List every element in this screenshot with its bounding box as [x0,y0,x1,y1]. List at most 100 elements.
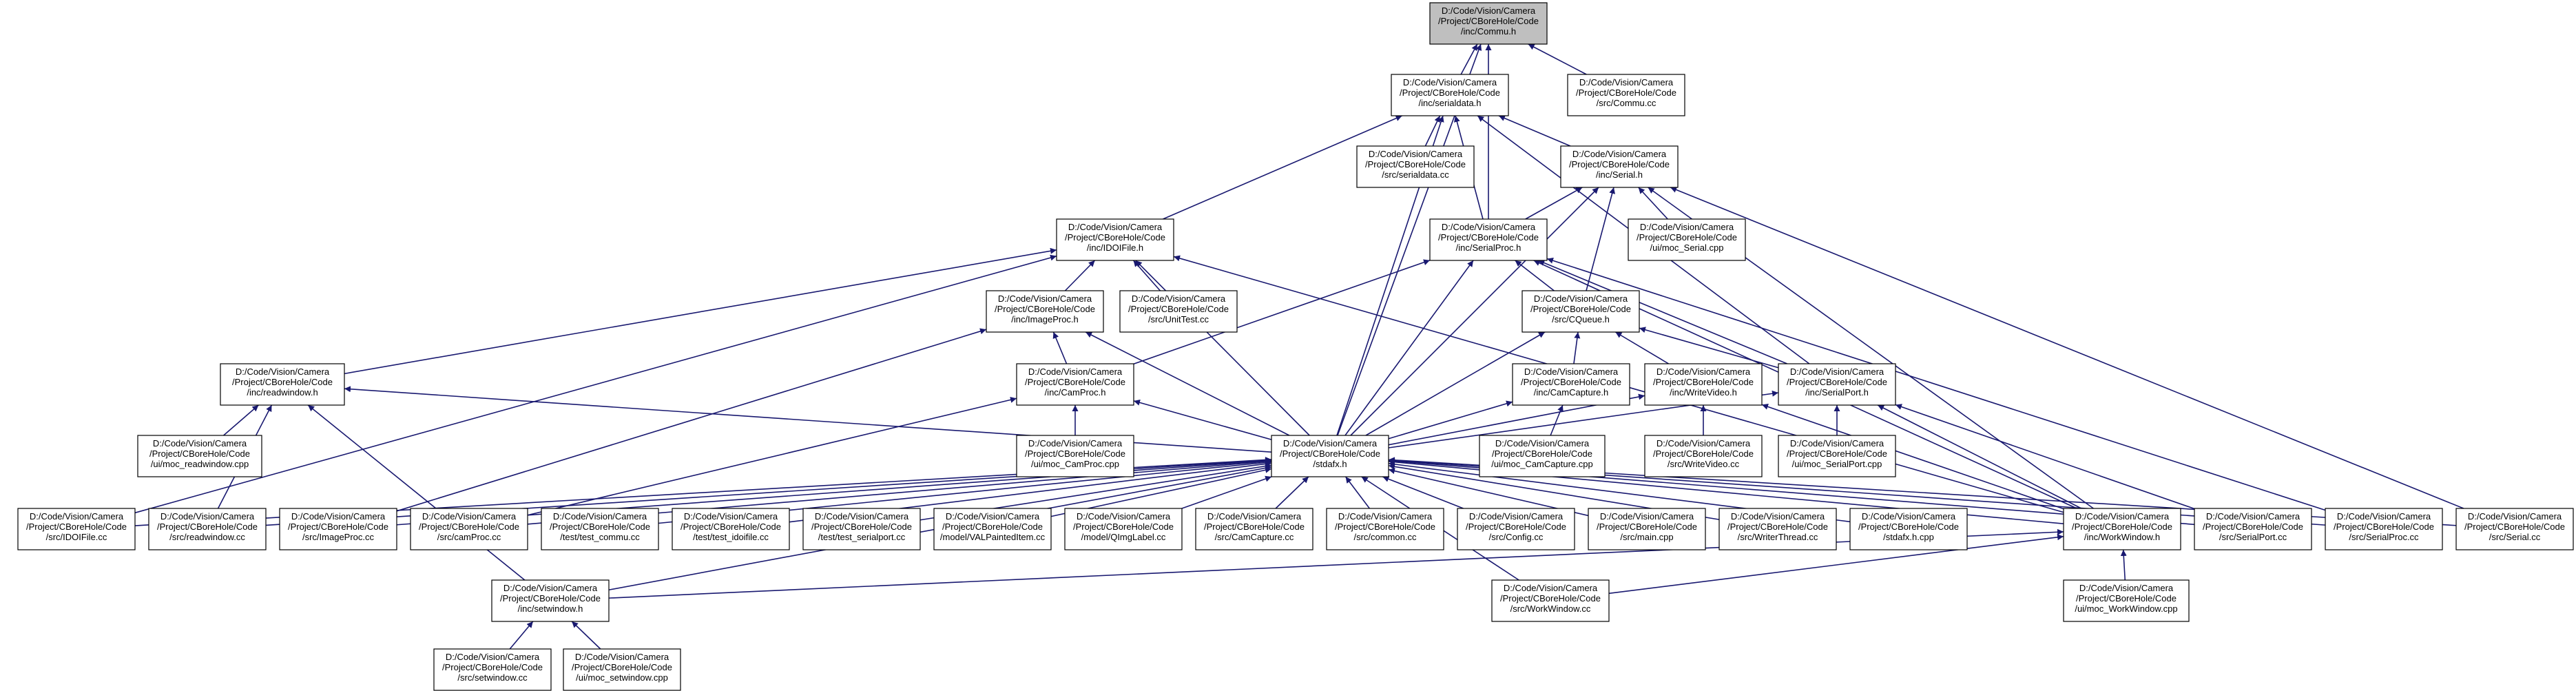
node-test-commu[interactable]: D:/Code/Vision/Camera/Project/CBoreHole/… [541,508,659,550]
node-setwindow-cc[interactable]: D:/Code/Vision/Camera/Project/CBoreHole/… [433,648,552,691]
node-writevideo-cc[interactable]: D:/Code/Vision/Camera/Project/CBoreHole/… [1644,435,1763,477]
node-label-line: /src/ImageProc.cc [302,532,375,542]
node-moc-workwindow[interactable]: D:/Code/Vision/Camera/Project/CBoreHole/… [2063,579,2190,622]
node-label-line: /src/serialdata.cc [1382,169,1449,180]
node-camproc-h[interactable]: D:/Code/Vision/Camera/Project/CBoreHole/… [1016,363,1134,406]
node-label-line: /Project/CBoreHole/Code [550,522,650,532]
node-box [802,508,921,550]
node-readwindow-h[interactable]: D:/Code/Vision/Camera/Project/CBoreHole/… [220,363,345,406]
node-moc-serialport[interactable]: D:/Code/Vision/Camera/Project/CBoreHole/… [1778,435,1896,477]
node-serialport-h[interactable]: D:/Code/Vision/Camera/Project/CBoreHole/… [1778,363,1896,406]
node-stdafx-h[interactable]: D:/Code/Vision/Camera/Project/CBoreHole/… [1271,435,1389,477]
node-qimglabel[interactable]: D:/Code/Vision/Camera/Project/CBoreHole/… [1064,508,1183,550]
node-camproc-cc[interactable]: D:/Code/Vision/Camera/Project/CBoreHole/… [410,508,528,550]
node-box [1644,435,1763,477]
node-label-line: /src/SerialPort.cc [2219,532,2287,542]
node-box [1056,218,1174,261]
edge-readwindow_h-to-idoifile_h [344,247,1057,375]
node-unittest-cc[interactable]: D:/Code/Vision/Camera/Project/CBoreHole/… [1119,290,1238,333]
node-label-line: /test/test_commu.cc [560,532,640,542]
edge-camcapture_cc-to-stdafx_h [1275,476,1309,509]
node-valpainteditem[interactable]: D:/Code/Vision/Camera/Project/CBoreHole/… [933,508,1052,550]
node-commu-cc[interactable]: D:/Code/Vision/Camera/Project/CBoreHole/… [1567,74,1685,116]
node-commu-h[interactable]: D:/Code/Vision/Camera/Project/CBoreHole/… [1429,2,1548,45]
node-workwindow-h[interactable]: D:/Code/Vision/Camera/Project/CBoreHole/… [2063,508,2181,550]
node-box [1567,74,1685,116]
node-serial-cc[interactable]: D:/Code/Vision/Camera/Project/CBoreHole/… [2455,508,2574,550]
node-box [1016,435,1134,477]
node-label-line: D:/Code/Vision/Camera [1442,6,1536,16]
node-label-line: D:/Code/Vision/Camera [1369,149,1463,159]
node-serialdata-cc[interactable]: D:/Code/Vision/Camera/Project/CBoreHole/… [1356,145,1475,188]
node-box [2325,508,2443,550]
node-box [933,508,1052,550]
node-common-cc[interactable]: D:/Code/Vision/Camera/Project/CBoreHole/… [1326,508,1444,550]
node-cqueue-h[interactable]: D:/Code/Vision/Camera/Project/CBoreHole/… [1521,290,1640,333]
node-label-line: /ui/moc_CamProc.cpp [1031,459,1119,469]
edge-moc_serial-to-serial_h [1638,187,1668,220]
node-test-idoifile[interactable]: D:/Code/Vision/Camera/Project/CBoreHole/… [672,508,790,550]
node-label-line: D:/Code/Vision/Camera [2337,511,2431,522]
node-writerthread-cc[interactable]: D:/Code/Vision/Camera/Project/CBoreHole/… [1718,508,1837,550]
node-box [541,508,659,550]
edge-main_cpp-to-stdafx_h [1388,468,1589,517]
node-label-line: /Project/CBoreHole/Code [1727,522,1828,532]
node-stdafx-cpp[interactable]: D:/Code/Vision/Camera/Project/CBoreHole/… [1849,508,1968,550]
node-label-line: D:/Code/Vision/Camera [946,511,1040,522]
edge-cqueue_h-to-serial_h [1586,187,1616,291]
edge-commu_cc-to-commu_h [1528,43,1587,75]
node-box [1778,363,1896,406]
node-moc-setwindow[interactable]: D:/Code/Vision/Camera/Project/CBoreHole/… [563,648,681,691]
node-label-line: /Project/CBoreHole/Code [1365,159,1466,169]
node-label-line: D:/Code/Vision/Camera [291,511,386,522]
node-moc-camcapture[interactable]: D:/Code/Vision/Camera/Project/CBoreHole/… [1479,435,1606,477]
node-setwindow-h[interactable]: D:/Code/Vision/Camera/Project/CBoreHole/… [491,579,610,622]
node-main-cpp[interactable]: D:/Code/Vision/Camera/Project/CBoreHole/… [1588,508,1706,550]
node-box [2063,508,2181,550]
node-config-cc[interactable]: D:/Code/Vision/Camera/Project/CBoreHole/… [1457,508,1575,550]
edge-imageproc_h-to-idoifile_h [1064,260,1096,291]
node-label-line: D:/Code/Vision/Camera [1656,438,1751,448]
node-label-line: D:/Code/Vision/Camera [1656,367,1751,377]
node-test-serialport[interactable]: D:/Code/Vision/Camera/Project/CBoreHole/… [802,508,921,550]
node-serialport-cc[interactable]: D:/Code/Vision/Camera/Project/CBoreHole/… [2194,508,2312,550]
node-writevideo-h[interactable]: D:/Code/Vision/Camera/Project/CBoreHole/… [1644,363,1763,406]
node-imageproc-h[interactable]: D:/Code/Vision/Camera/Project/CBoreHole/… [986,290,1104,333]
node-serialproc-h[interactable]: D:/Code/Vision/Camera/Project/CBoreHole/… [1429,218,1548,261]
node-label-line: D:/Code/Vision/Camera [1862,511,1956,522]
edge-moc_readwindow-to-readwindow_h [223,404,259,436]
node-label-line: D:/Code/Vision/Camera [1469,511,1564,522]
node-label-line: /Project/CBoreHole/Code [442,662,543,672]
node-label-line: D:/Code/Vision/Camera [1495,438,1590,448]
node-serial-h[interactable]: D:/Code/Vision/Camera/Project/CBoreHole/… [1560,145,1679,188]
node-label-line: /Project/CBoreHole/Code [2203,522,2303,532]
node-imageproc-cc[interactable]: D:/Code/Vision/Camera/Project/CBoreHole/… [279,508,397,550]
edge-idoifile_h-to-serialdata_h [1163,115,1402,220]
node-box [1588,508,1706,550]
edge-camproc_h-to-imageproc_h [1052,331,1068,364]
node-moc-camproc[interactable]: D:/Code/Vision/Camera/Project/CBoreHole/… [1016,435,1134,477]
edge-moc_setwindow-to-setwindow_h [571,621,601,650]
edge-unittest_cc-to-idoifile_h [1132,260,1161,291]
node-serialdata-h[interactable]: D:/Code/Vision/Camera/Project/CBoreHole/… [1391,74,1509,116]
node-label-line: /inc/SerialProc.h [1456,243,1521,253]
node-label-line: /Project/CBoreHole/Code [232,377,333,387]
node-serialproc-cc[interactable]: D:/Code/Vision/Camera/Project/CBoreHole/… [2325,508,2443,550]
node-label-line: /Project/CBoreHole/Code [1787,448,1887,459]
node-readwindow-cc[interactable]: D:/Code/Vision/Camera/Project/CBoreHole/… [148,508,267,550]
node-label-line: D:/Code/Vision/Camera [1132,293,1226,304]
node-camcapture-h[interactable]: D:/Code/Vision/Camera/Project/CBoreHole/… [1512,363,1630,406]
node-moc-readwindow[interactable]: D:/Code/Vision/Camera/Project/CBoreHole/… [137,435,262,477]
node-idoifile-cc[interactable]: D:/Code/Vision/Camera/Project/CBoreHole/… [17,508,136,550]
node-box [1429,218,1548,261]
node-box [1016,363,1134,406]
node-label-line: /Project/CBoreHole/Code [942,522,1043,532]
node-box [1119,290,1238,333]
node-moc-serial[interactable]: D:/Code/Vision/Camera/Project/CBoreHole/… [1628,218,1746,261]
node-box [2063,579,2190,622]
node-idoifile-h[interactable]: D:/Code/Vision/Camera/Project/CBoreHole/… [1056,218,1174,261]
node-workwindow-cc[interactable]: D:/Code/Vision/Camera/Project/CBoreHole/… [1491,579,1610,622]
node-camcapture-cc[interactable]: D:/Code/Vision/Camera/Project/CBoreHole/… [1195,508,1313,550]
edge-config_cc-to-stdafx_h [1382,476,1464,509]
